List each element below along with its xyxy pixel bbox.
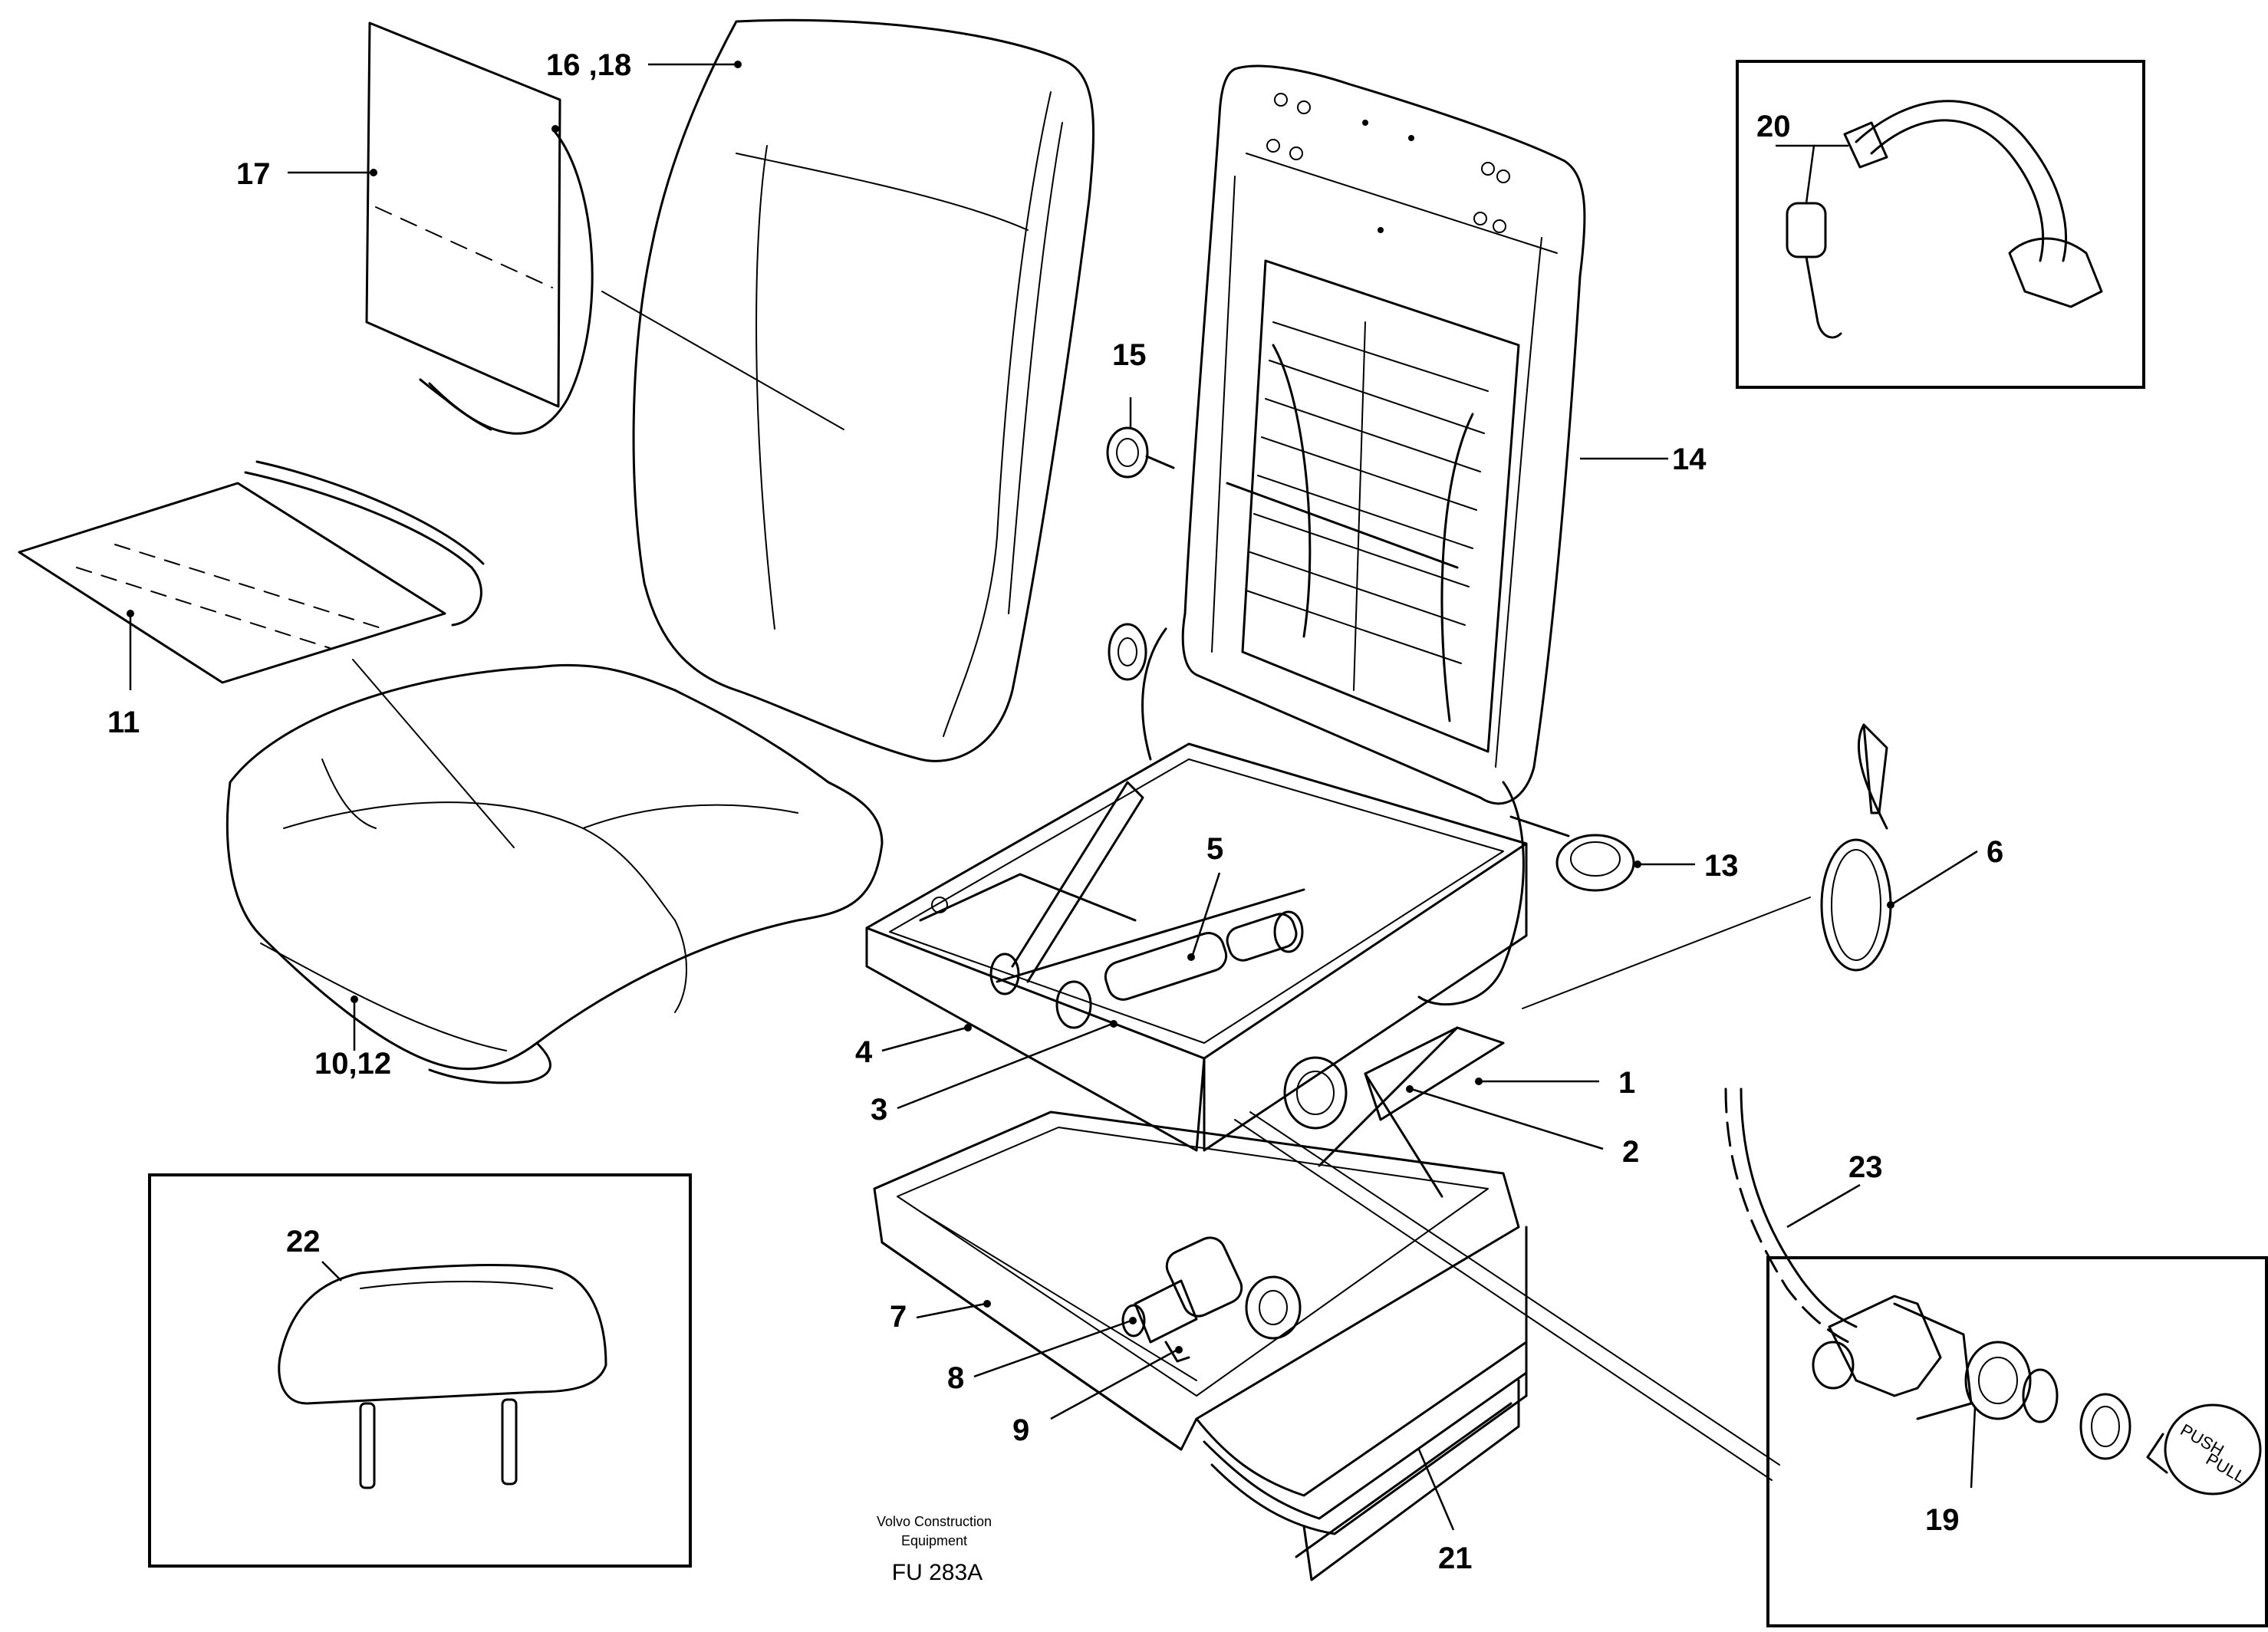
- headrest-inset: [148, 1173, 692, 1568]
- callout-13: 13: [1704, 849, 1739, 883]
- backrest-cover: [632, 18, 1095, 762]
- leader-lines: [127, 61, 1978, 1531]
- callout-9: 9: [1012, 1413, 1029, 1447]
- callout-4: 4: [855, 1035, 873, 1069]
- base-tray: [873, 1110, 1528, 1581]
- callout-3: 3: [871, 1093, 887, 1127]
- callout-10-12: 10,12: [314, 1047, 391, 1081]
- callout-5: 5: [1206, 832, 1223, 866]
- seat-heating-pad: [18, 460, 515, 848]
- control-valve-inset: PUSH PULL: [1766, 1256, 2268, 1627]
- footer-company-line2: Equipment: [901, 1533, 967, 1548]
- side-knob-left: [1108, 623, 1147, 681]
- callout-7: 7: [890, 1300, 907, 1334]
- callout-21: 21: [1438, 1542, 1473, 1575]
- backrest-heating-pad: [365, 21, 844, 435]
- callout-22: 22: [286, 1225, 321, 1259]
- seat-belt-inset: [1736, 60, 2145, 389]
- callout-14: 14: [1672, 443, 1707, 476]
- callout-23: 23: [1848, 1150, 1883, 1184]
- seat-frame: [865, 742, 1528, 1152]
- callout-8: 8: [947, 1361, 964, 1395]
- knob-15: [1106, 426, 1175, 479]
- callout-19: 19: [1925, 1503, 1960, 1537]
- callout-11: 11: [107, 706, 140, 739]
- callout-15: 15: [1112, 338, 1147, 372]
- callout-2: 2: [1622, 1135, 1639, 1169]
- footer-company-line1: Volvo Construction: [877, 1514, 992, 1529]
- scissor-mechanism: [1283, 1026, 1505, 1198]
- callout-16-18: 16 ,18: [546, 48, 631, 82]
- gas-spring: [989, 888, 1305, 1029]
- cable-tie: [1820, 723, 1892, 972]
- backrest-frame: [1141, 64, 1586, 1006]
- figure-code: FU 283A: [892, 1560, 983, 1585]
- knob-13: [1509, 815, 1635, 892]
- seat-cushion: [225, 663, 884, 1084]
- callout-17: 17: [236, 157, 271, 191]
- callout-6: 6: [1987, 835, 2003, 869]
- air-hose: [1724, 1087, 1858, 1344]
- callout-labels: 16 ,18 17 11 10,12 15 14 13 6 5 4 3 1 2 …: [107, 48, 2003, 1575]
- footer: Volvo Construction Equipment FU 283A: [877, 1514, 992, 1585]
- callout-1: 1: [1618, 1066, 1635, 1100]
- valve-assembly: [1121, 1236, 1302, 1363]
- callout-20: 20: [1756, 110, 1791, 143]
